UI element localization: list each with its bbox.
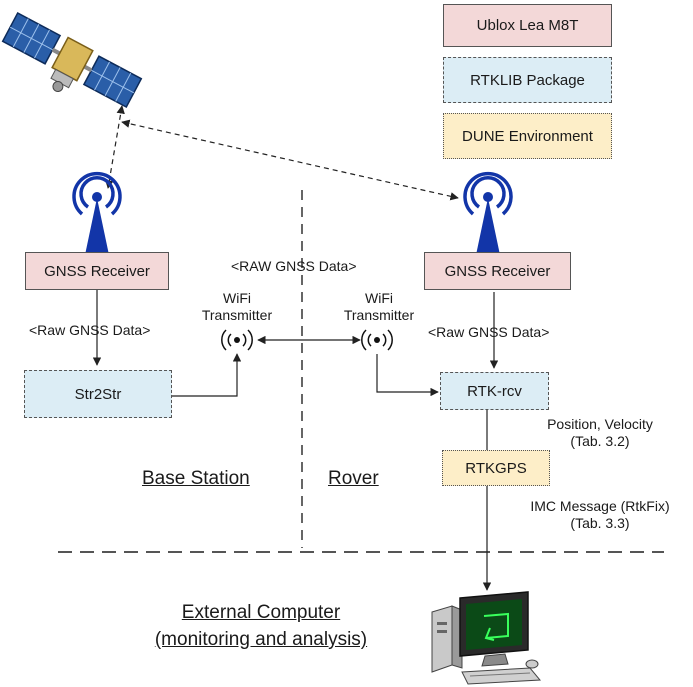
legend-ublox: Ublox Lea M8T (443, 4, 612, 47)
base-station-title: Base Station (142, 468, 250, 489)
rover-wifi-label: WiFi Transmitter (332, 290, 426, 324)
rover-title: Rover (328, 468, 379, 489)
base-gnss-receiver-label: GNSS Receiver (44, 262, 150, 280)
rtk-rcv-label: RTK-rcv (467, 382, 522, 400)
rover-gnss-receiver: GNSS Receiver (424, 252, 571, 290)
antenna-icon (463, 171, 513, 255)
position-velocity-label: Position, Velocity (Tab. 3.2) (530, 416, 670, 450)
base-wifi-label: WiFi Transmitter (190, 290, 284, 324)
rover-wifi-line2: Transmitter (343, 307, 415, 323)
external-computer-line2: (monitoring and analysis) (154, 629, 368, 650)
base-gnss-receiver: GNSS Receiver (25, 252, 169, 290)
wifi-icon (221, 329, 253, 351)
legend-rtklib: RTKLIB Package (443, 57, 612, 103)
external-computer-label: External Computer (monitoring and analys… (126, 599, 396, 653)
base-wifi-line1: WiFi (223, 290, 251, 306)
rtkgps-box: RTKGPS (442, 450, 550, 486)
antenna-icon (72, 171, 122, 255)
rover-gnss-receiver-label: GNSS Receiver (444, 262, 551, 280)
external-computer-line1: External Computer (181, 602, 341, 623)
imc-message-line1: IMC Message (RtkFix) (530, 498, 670, 514)
position-velocity-line2: (Tab. 3.2) (570, 433, 630, 449)
rtkgps-label: RTKGPS (465, 459, 527, 477)
link-raw-label: <RAW GNSS Data> (231, 258, 357, 274)
imc-message-line2: (Tab. 3.3) (570, 515, 630, 531)
computer-icon (431, 591, 542, 685)
str2str-label: Str2Str (74, 385, 122, 403)
base-raw-label: <Raw GNSS Data> (29, 322, 151, 338)
str2str-box: Str2Str (24, 370, 172, 418)
base-wifi-line2: Transmitter (201, 307, 273, 323)
legend-dune-label: DUNE Environment (462, 127, 593, 145)
legend-rtklib-label: RTKLIB Package (470, 71, 585, 89)
position-velocity-line1: Position, Velocity (547, 416, 653, 432)
imc-message-label: IMC Message (RtkFix) (Tab. 3.3) (514, 498, 686, 532)
rtk-rcv-box: RTK-rcv (440, 372, 549, 410)
satellite-icon (1, 11, 143, 109)
rover-raw-label: <Raw GNSS Data> (428, 324, 550, 340)
rover-wifi-line1: WiFi (365, 290, 393, 306)
wifi-icon (361, 329, 393, 351)
legend-dune: DUNE Environment (443, 113, 612, 159)
legend-ublox-label: Ublox Lea M8T (476, 17, 579, 34)
